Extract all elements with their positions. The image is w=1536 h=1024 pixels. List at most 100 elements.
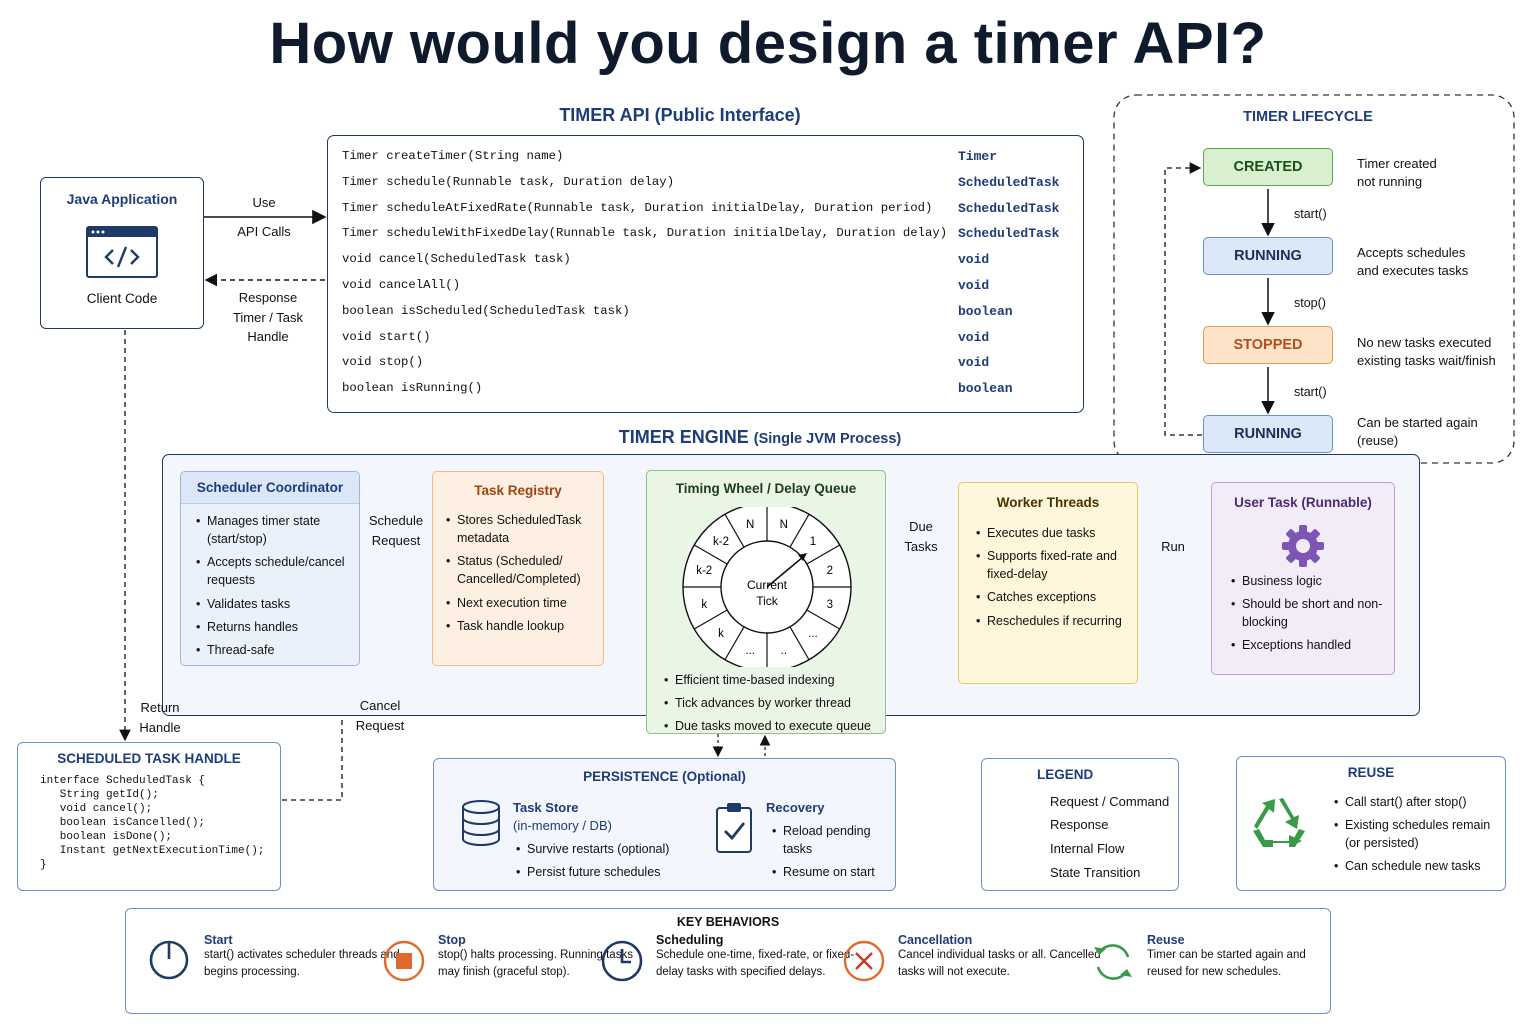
- java-application-box: Java Application Client Code: [40, 177, 204, 329]
- code-line: String getId();: [40, 789, 159, 802]
- coordinator-item: Manages timer state (start/stop): [196, 512, 359, 548]
- api-calls-label: API Calls: [237, 224, 291, 239]
- wheel-slot-label: 3: [827, 599, 833, 611]
- coordinator-item: Accepts schedule/cancel requests: [196, 553, 359, 589]
- wheel-divider: [693, 609, 728, 630]
- api-method-row: Timer scheduleWithFixedDelay(Runnable ta…: [342, 226, 1069, 252]
- wheel-slot-label: k-2: [713, 536, 729, 548]
- legend-internal-flow: Internal Flow: [1050, 841, 1125, 856]
- task-store-item: Persist future schedules: [516, 863, 669, 881]
- registry-item: Stores ScheduledTask metadata: [446, 511, 603, 547]
- api-method-row: void cancelAll() void: [342, 278, 1069, 304]
- api-method-row: void cancel(ScheduledTask task) void: [342, 252, 1069, 278]
- handle-code: interface ScheduledTask { String getId()…: [40, 774, 264, 873]
- legend-response: Response: [1050, 817, 1109, 832]
- worker-item: Reschedules if recurring: [976, 612, 1137, 630]
- api-method-signature: Timer scheduleWithFixedDelay(Runnable ta…: [342, 226, 948, 241]
- api-return-type: void: [958, 355, 990, 371]
- coordinator-list: Manages timer state (start/stop) Accepts …: [193, 512, 359, 659]
- code-line: boolean isDone();: [40, 831, 173, 844]
- lifecycle-header: TIMER LIFECYCLE: [1243, 109, 1373, 125]
- coordinator-item: Thread-safe: [196, 641, 359, 659]
- persistence-box: PERSISTENCE (Optional) Task Store (in-me…: [433, 758, 896, 891]
- user-task-list: Business logicShould be short and non-bl…: [1228, 572, 1394, 655]
- timer-api-header: TIMER API (Public Interface): [559, 105, 801, 125]
- user-task: User Task (Runnable) Business logicShoul…: [1211, 482, 1395, 675]
- api-method-signature: Timer createTimer(String name): [342, 149, 564, 163]
- reuse-item: Existing schedules remain (or persisted): [1334, 816, 1505, 852]
- api-method-signature: Timer schedule(Runnable task, Duration d…: [342, 174, 675, 189]
- code-window-icon: [86, 226, 158, 278]
- page-title: How would you design a timer API?: [269, 11, 1267, 76]
- coordinator-item: Returns handles: [196, 618, 359, 636]
- java-application-title: Java Application: [66, 191, 178, 207]
- wheel-slot-label: ..: [781, 645, 787, 657]
- state-stopped: STOPPED: [1203, 326, 1333, 364]
- legend-state-transition: State Transition: [1050, 865, 1141, 880]
- wheel-divider: [693, 544, 728, 565]
- registry-list: Stores ScheduledTask metadataStatus (Sch…: [443, 511, 603, 635]
- transition-stop: stop(): [1294, 296, 1326, 310]
- state-created: CREATED: [1203, 148, 1333, 186]
- legend-header: LEGEND: [1037, 767, 1094, 782]
- recovery-item: Resume on start: [772, 863, 895, 881]
- recovery-title: Recovery: [766, 800, 825, 815]
- wheel-slot-label: ...: [808, 628, 818, 640]
- wheel-item: Due tasks moved to execute queue: [664, 717, 871, 735]
- handle-header: SCHEDULED TASK HANDLE: [57, 751, 241, 766]
- api-method-signature: void cancel(ScheduledTask task): [342, 252, 571, 267]
- coordinator-item: Validates tasks: [196, 595, 359, 613]
- api-method-row: Timer schedule(Runnable task, Duration d…: [342, 175, 1069, 201]
- api-method-row: boolean isScheduled(ScheduledTask task)b…: [342, 304, 1069, 330]
- api-method-signature: Timer scheduleAtFixedRate(Runnable task,…: [342, 200, 933, 215]
- reuse-list: Call start() after stop()Existing schedu…: [1331, 793, 1505, 881]
- wheel-divider: [806, 544, 841, 565]
- api-method-signature: void cancelAll(): [342, 278, 461, 292]
- use-label: Use: [252, 195, 276, 210]
- api-method-row: boolean isRunning()boolean: [342, 381, 1069, 407]
- wheel-slot-label: ...: [745, 645, 755, 657]
- power-icon: [149, 940, 189, 980]
- wheel-slot-label: N: [780, 519, 788, 531]
- wheel-slot-label: k: [701, 599, 707, 611]
- recycle-icon: [1253, 798, 1305, 847]
- legend-request: Request / Command: [1050, 794, 1170, 809]
- wheel-divider: [724, 626, 745, 661]
- key-behaviors-header: KEY BEHAVIORS: [676, 915, 780, 929]
- workers-title: Worker Threads: [996, 495, 1100, 510]
- reuse-loop-arrow: [1164, 162, 1202, 436]
- wheel-hand: [766, 556, 804, 588]
- coordinator-title: Scheduler Coordinator: [196, 480, 344, 495]
- registry-item: Status (Scheduled/ Cancelled/Completed): [446, 552, 603, 588]
- wheel-title: Timing Wheel / Delay Queue: [675, 481, 857, 496]
- recovery-item: Reload pending tasks: [772, 822, 895, 858]
- api-return-type: void: [958, 252, 990, 268]
- api-method-signature: void start(): [342, 329, 431, 344]
- api-return-type: ScheduledTask: [958, 174, 1060, 190]
- user-task-title: User Task (Runnable): [1234, 495, 1372, 510]
- worker-item: Supports fixed-rate and fixed-delay: [976, 547, 1137, 583]
- client-code-label: Client Code: [86, 291, 158, 306]
- code-line: Instant getNextExecutionTime();: [40, 845, 265, 858]
- scheduler-coordinator: Scheduler Coordinator Manages timer stat…: [180, 471, 360, 666]
- wheel-list: Efficient time-based indexingTick advanc…: [661, 671, 871, 740]
- stop-icon: [383, 940, 425, 982]
- wheel-slot-label: k: [718, 628, 724, 640]
- wheel-divider: [789, 513, 810, 548]
- code-line: interface ScheduledTask {: [40, 775, 206, 787]
- task-registry: Task Registry Stores ScheduledTask metad…: [432, 471, 604, 666]
- api-return-type: void: [958, 278, 990, 293]
- api-method-row: void start() void: [342, 330, 1069, 356]
- wheel-hand-head: [798, 553, 807, 561]
- api-return-type: void: [958, 329, 990, 345]
- wheel-slot-label: N: [746, 519, 754, 531]
- worker-threads: Worker Threads Executes due tasksSupport…: [958, 482, 1138, 684]
- api-method-signature: boolean isScheduled(ScheduledTask task): [342, 303, 630, 318]
